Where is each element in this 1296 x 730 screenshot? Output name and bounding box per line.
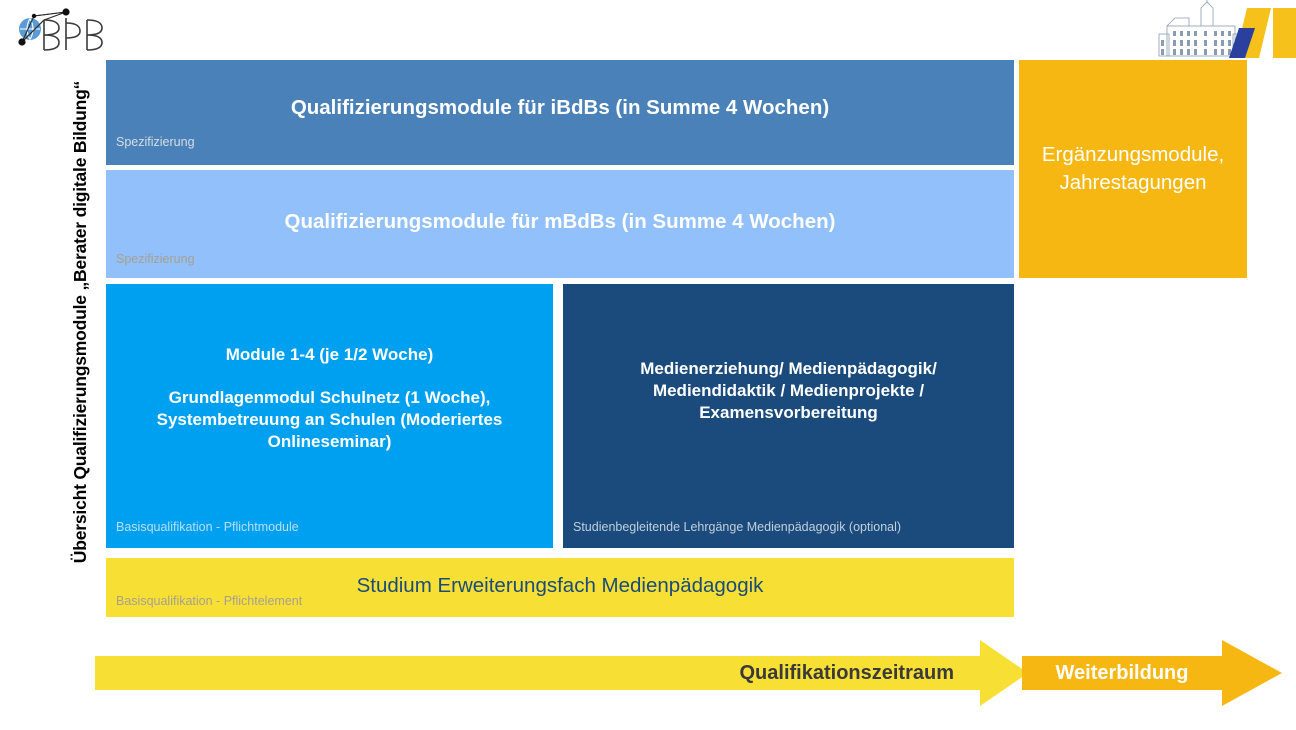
box-media-pedagogy: Medienerziehung/ Medienpädagogik/ Medien… [563,284,1014,548]
arrow-right-icon [1222,640,1282,706]
arrow-weiterbildung: Weiterbildung [1022,640,1282,706]
box-basic-modules: Module 1-4 (je 1/2 Woche) Grundlagenmodu… [106,284,553,548]
arrow-qualifikationszeitraum-shaft: Qualifikationszeitraum [95,656,980,690]
arrow-right-icon [980,640,1028,706]
box-ibdb-title: Qualifizierungsmodule für iBdBs (in Summ… [290,96,830,119]
box-media-category: Studienbegleitende Lehrgänge Medienpädag… [573,520,902,534]
box-ibdb-category: Spezifizierung [116,135,195,149]
arrow-weiterbildung-label: Weiterbildung [1055,661,1189,684]
box-studium-erweiterungsfach: Studium Erweiterungsfach Medienpädagogik… [106,558,1014,617]
box-module-line2: Grundlagenmodul Schulnetz (1 Woche), Sys… [156,388,503,451]
box-media-title: Medienerziehung/ Medienpädagogik/ Medien… [640,359,937,422]
box-qualification-modules-ibdb: Qualifizierungsmodule für iBdBs (in Summ… [106,60,1014,165]
box-mbdb-category: Spezifizierung [116,252,195,266]
box-mbdb-title: Qualifizierungsmodule für mBdBs (in Summ… [284,210,836,233]
box-studium-category: Basisqualifikation - Pflichtelement [116,594,303,608]
arrow-qualifikationszeitraum-label: Qualifikationszeitraum [739,661,955,684]
vertical-axis-title: Übersicht Qualifizierungsmodule „Berater… [69,80,90,564]
arrow-weiterbildung-shaft: Weiterbildung [1022,656,1222,690]
box-ergaenzungsmodule: Ergänzungsmodule, Jahrestagungen [1019,60,1247,278]
box-qualification-modules-mbdb: Qualifizierungsmodule für mBdBs (in Summ… [106,170,1014,278]
school-building-logo [1155,0,1296,58]
box-module-category: Basisqualifikation - Pflichtmodule [116,520,299,534]
arrow-qualifikationszeitraum: Qualifikationszeitraum [95,640,1028,706]
box-ergaenzung-title: Ergänzungsmodule, Jahrestagungen [1041,143,1225,194]
box-module-line1: Module 1-4 (je 1/2 Woche) [225,345,434,364]
box-studium-title: Studium Erweiterungsfach Medienpädagogik [356,574,764,597]
bdb-logo [8,4,118,54]
